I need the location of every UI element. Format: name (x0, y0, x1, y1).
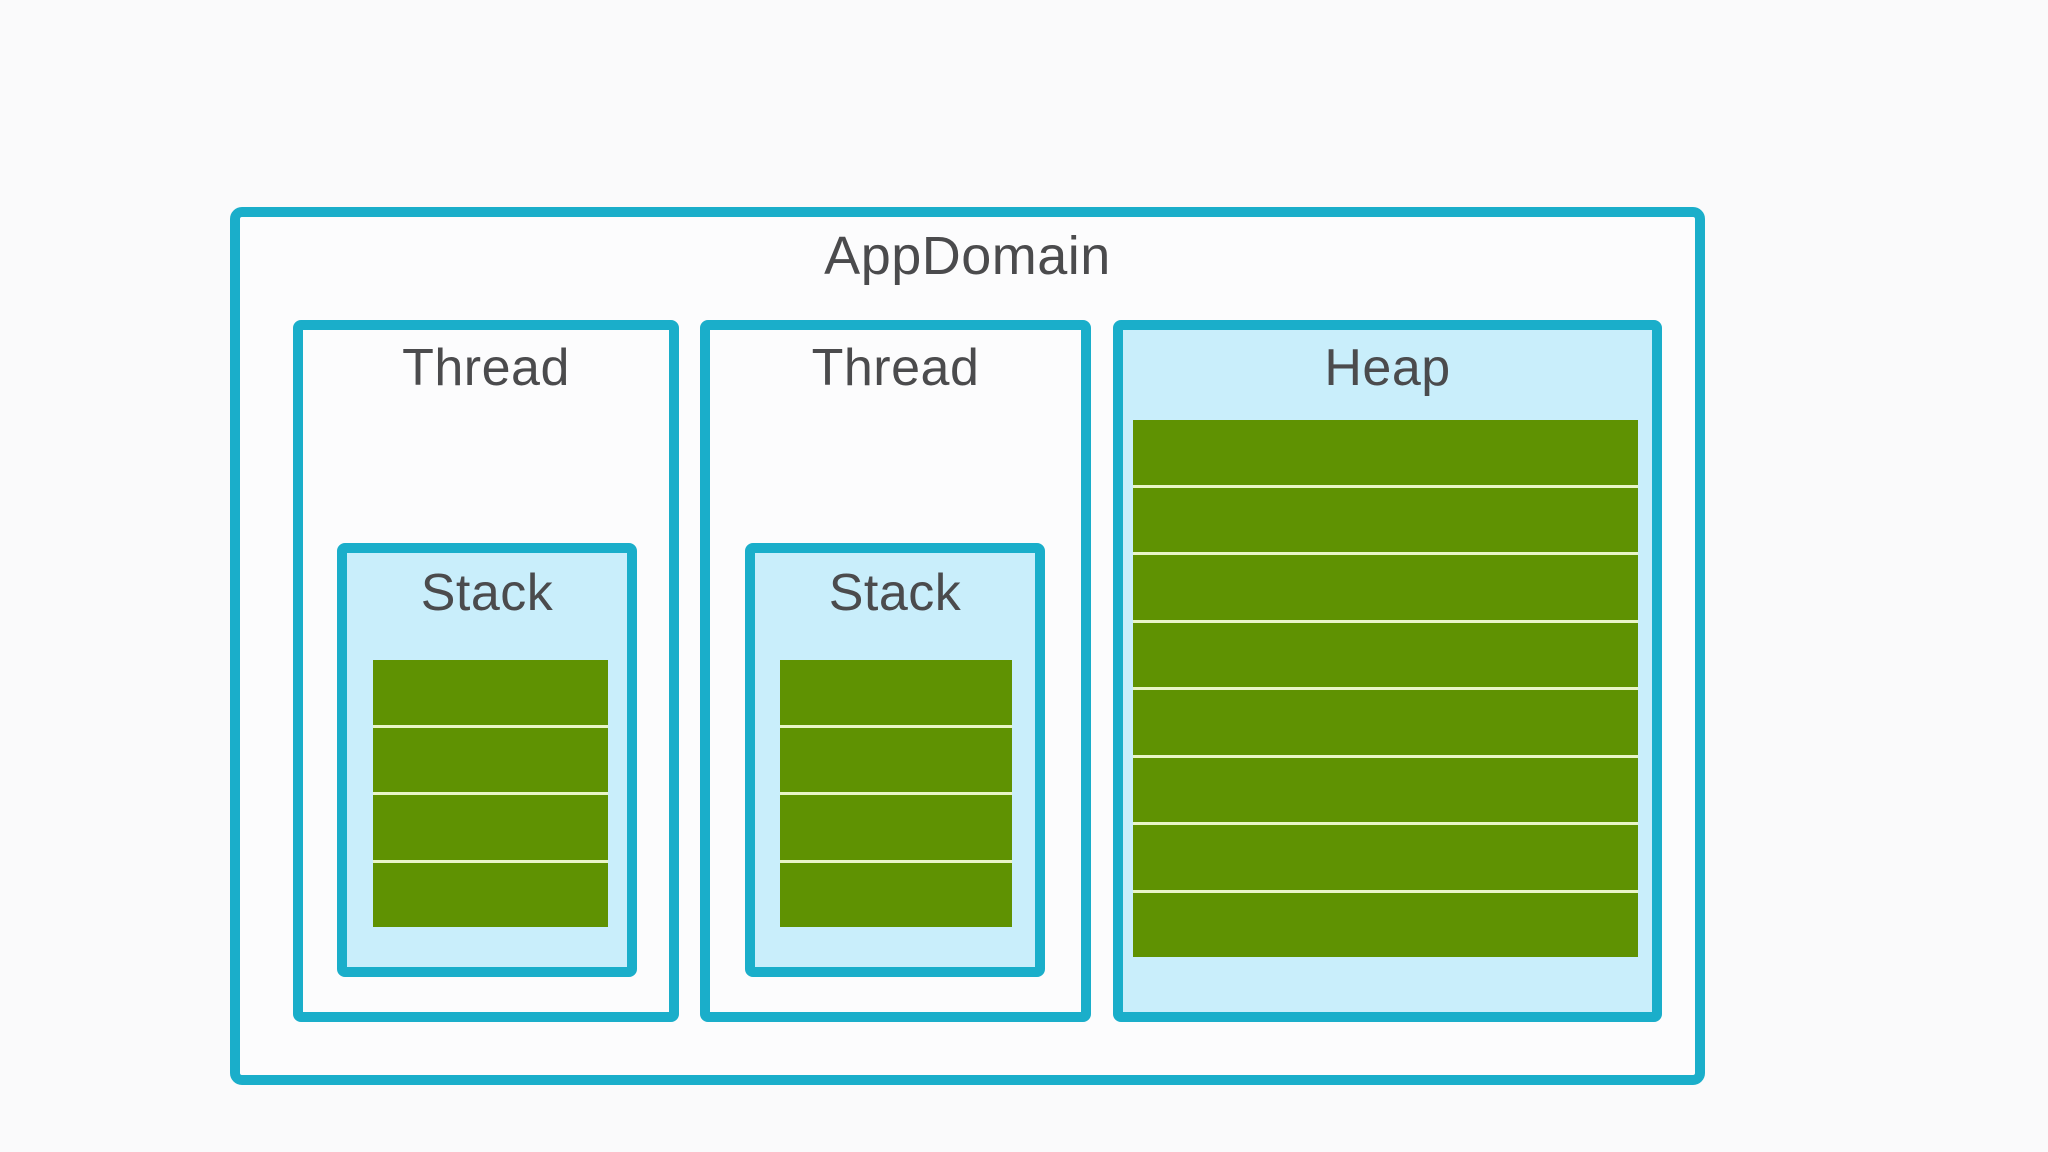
heap-object-bar (1133, 757, 1638, 822)
stack-frame-bar (373, 795, 608, 860)
thread-1-title: Thread (402, 339, 570, 397)
stack-2-frames (780, 660, 1012, 927)
heap-title: Heap (1324, 339, 1451, 397)
appdomain-title: AppDomain (824, 226, 1111, 286)
stack-frame-bar (780, 795, 1012, 860)
stack-1-frames (373, 660, 608, 927)
heap-object-bar (1133, 825, 1638, 890)
stack-frame-bar (373, 862, 608, 927)
stack-box-2: Stack (745, 543, 1045, 977)
stack-frame-bar (780, 862, 1012, 927)
heap-object-bar (1133, 892, 1638, 957)
heap-object-bar (1133, 420, 1638, 485)
heap-object-bar (1133, 555, 1638, 620)
stack-frame-bar (780, 727, 1012, 792)
stack-1-title: Stack (420, 564, 554, 622)
heap-object-bar (1133, 622, 1638, 687)
thread-box-2: Thread Stack (700, 320, 1091, 1022)
stack-2-title: Stack (828, 564, 962, 622)
heap-object-bar (1133, 487, 1638, 552)
thread-2-title: Thread (811, 339, 980, 397)
stack-box-1: Stack (337, 543, 637, 977)
heap-box: Heap (1113, 320, 1662, 1022)
stack-frame-bar (373, 660, 608, 725)
appdomain-box: AppDomain Thread Stack Thread Stack Heap (230, 207, 1705, 1085)
thread-box-1: Thread Stack (293, 320, 679, 1022)
heap-objects (1133, 420, 1638, 957)
stack-frame-bar (780, 660, 1012, 725)
stack-frame-bar (373, 727, 608, 792)
heap-object-bar (1133, 690, 1638, 755)
